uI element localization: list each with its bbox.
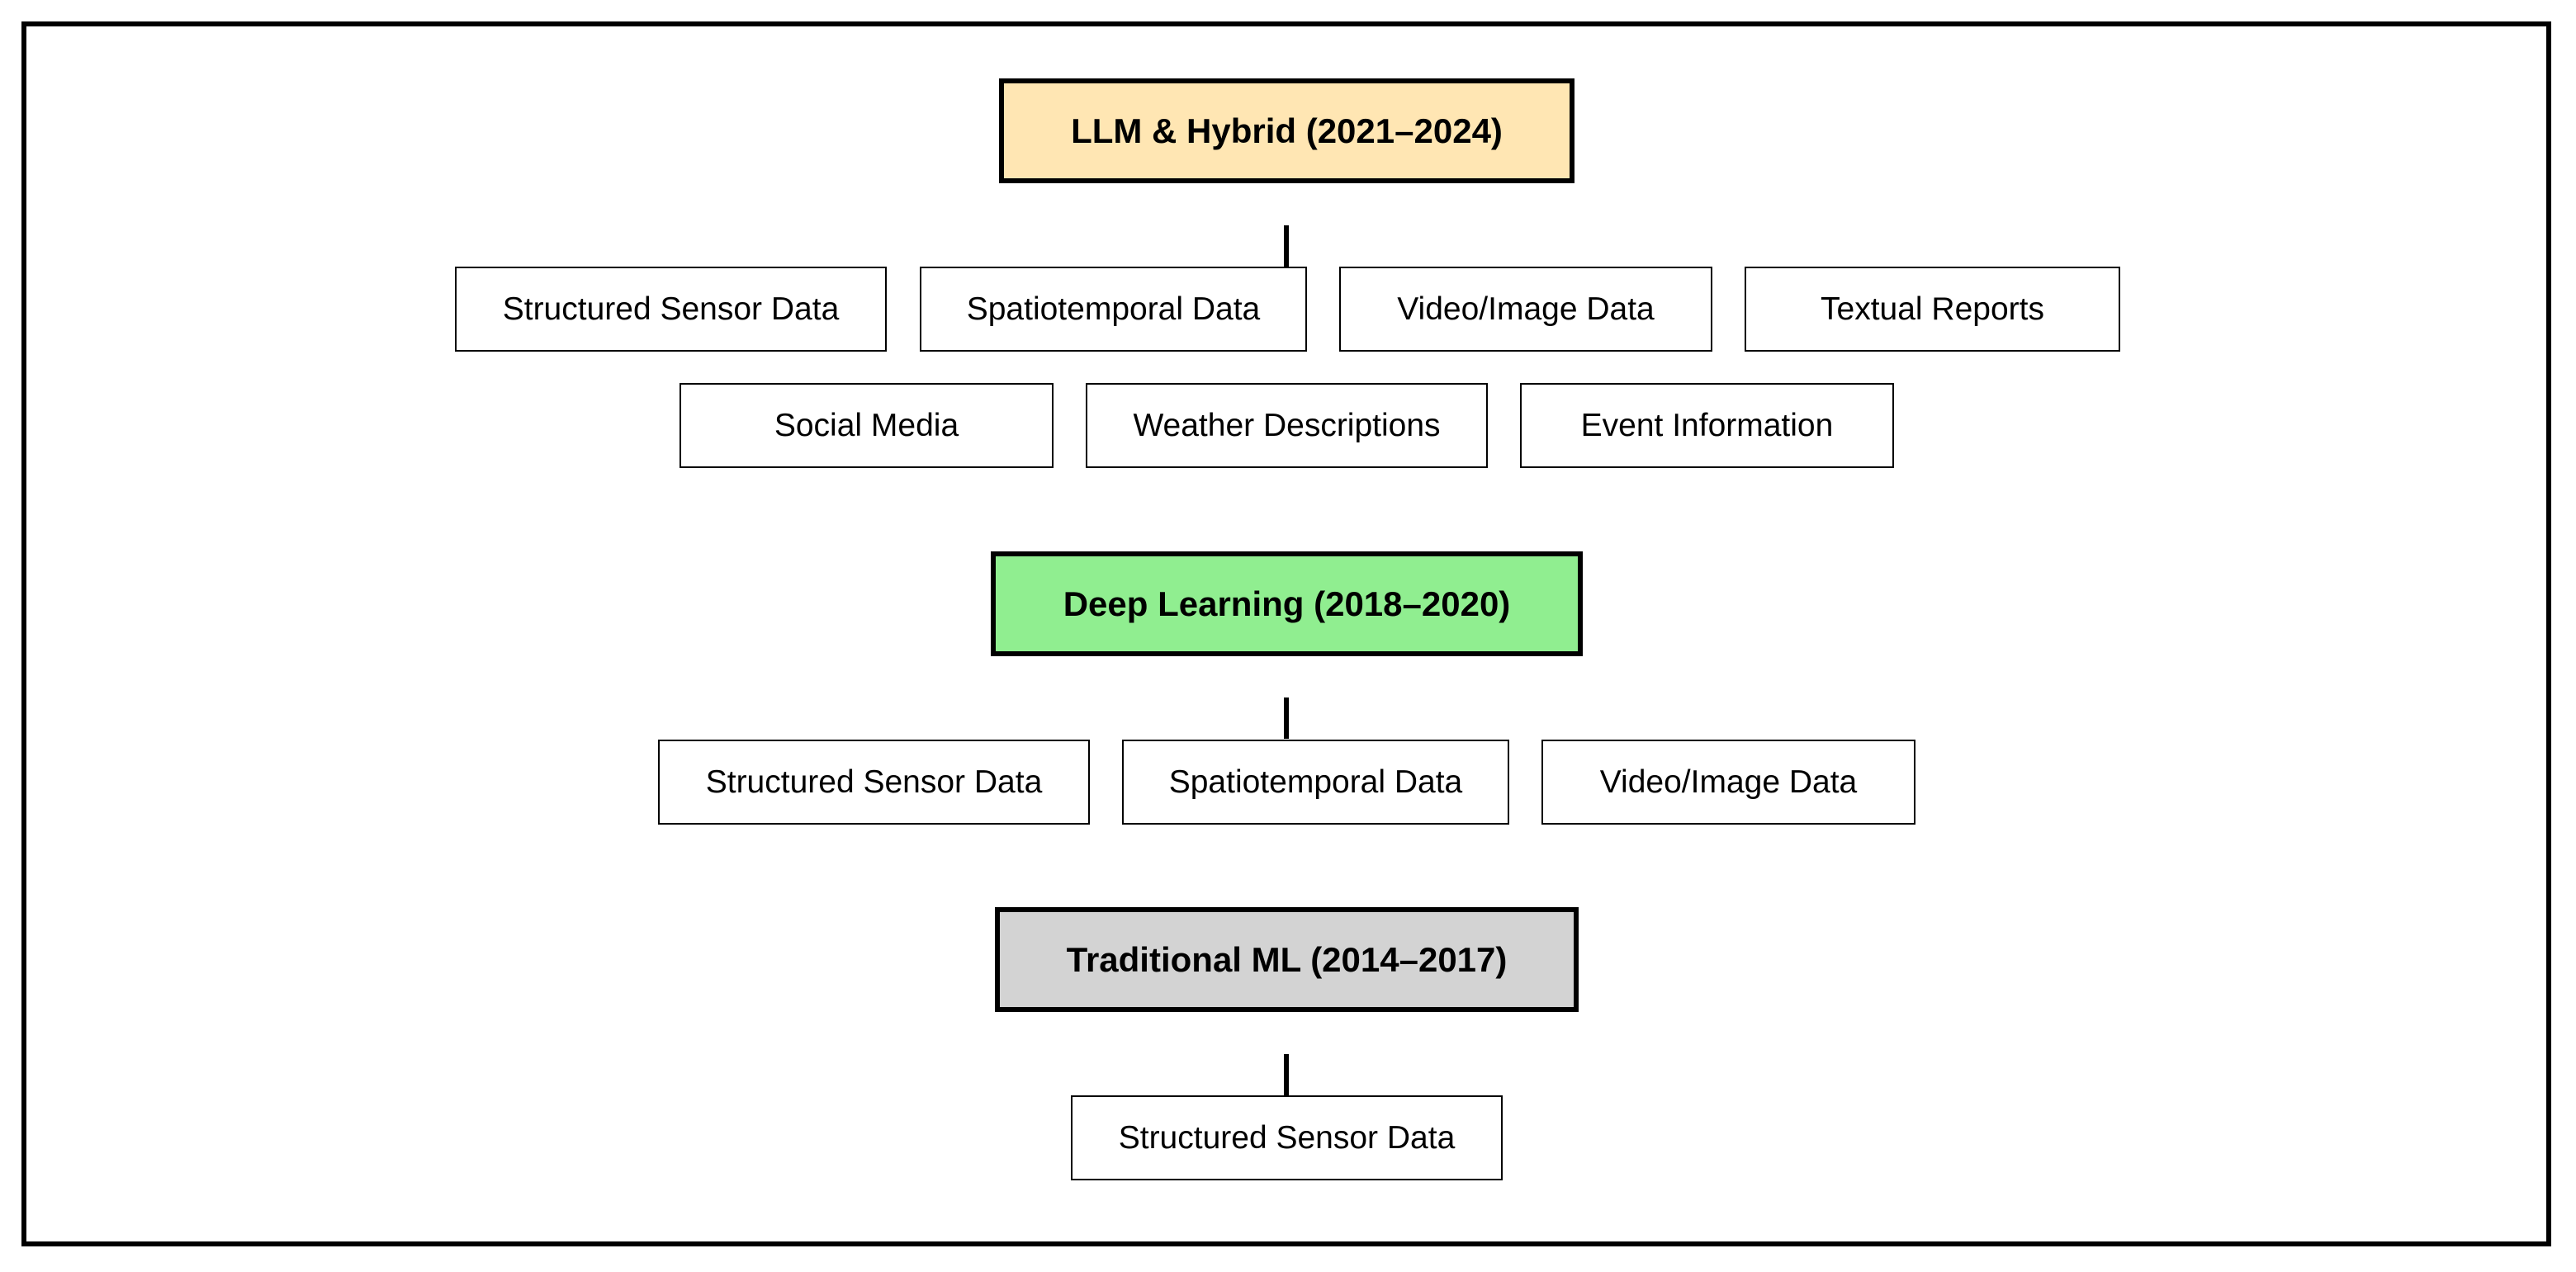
item-label: Social Media xyxy=(774,407,959,443)
item-label: Event Information xyxy=(1580,407,1834,443)
item-label: Spatiotemporal Data xyxy=(966,291,1261,327)
era-deep-learning-connector xyxy=(1284,697,1289,739)
trad-item-structured-sensor-data: Structured Sensor Data xyxy=(1071,1095,1503,1180)
era-traditional-ml-title: Traditional ML (2014–2017) xyxy=(1066,939,1508,979)
item-label: Spatiotemporal Data xyxy=(1168,764,1463,800)
llm-item-social-media: Social Media xyxy=(680,383,1054,468)
item-label: Video/Image Data xyxy=(1599,764,1858,800)
llm-item-weather-descriptions: Weather Descriptions xyxy=(1086,383,1488,468)
era-deep-learning: Deep Learning (2018–2020) xyxy=(991,551,1583,656)
dl-item-spatiotemporal-data: Spatiotemporal Data xyxy=(1122,740,1509,825)
item-label: Structured Sensor Data xyxy=(1118,1119,1456,1156)
llm-item-event-information: Event Information xyxy=(1520,383,1894,468)
item-label: Video/Image Data xyxy=(1397,291,1655,327)
llm-item-video-image-data: Video/Image Data xyxy=(1339,267,1712,352)
era-llm-hybrid: LLM & Hybrid (2021–2024) xyxy=(999,78,1574,183)
item-label: Structured Sensor Data xyxy=(502,291,840,327)
llm-item-spatiotemporal-data: Spatiotemporal Data xyxy=(920,267,1307,352)
era-llm-hybrid-connector xyxy=(1284,225,1289,267)
dl-item-structured-sensor-data: Structured Sensor Data xyxy=(658,740,1090,825)
item-label: Textual Reports xyxy=(1821,291,2044,327)
era-traditional-ml-connector xyxy=(1284,1054,1289,1095)
llm-item-textual-reports: Textual Reports xyxy=(1745,267,2120,352)
llm-item-structured-sensor-data: Structured Sensor Data xyxy=(455,267,887,352)
item-label: Weather Descriptions xyxy=(1133,407,1441,443)
item-label: Structured Sensor Data xyxy=(705,764,1043,800)
era-llm-hybrid-title: LLM & Hybrid (2021–2024) xyxy=(1071,111,1503,150)
era-deep-learning-title: Deep Learning (2018–2020) xyxy=(1063,584,1511,623)
era-traditional-ml: Traditional ML (2014–2017) xyxy=(995,907,1579,1012)
dl-item-video-image-data: Video/Image Data xyxy=(1541,740,1915,825)
diagram-frame xyxy=(21,21,2551,1246)
